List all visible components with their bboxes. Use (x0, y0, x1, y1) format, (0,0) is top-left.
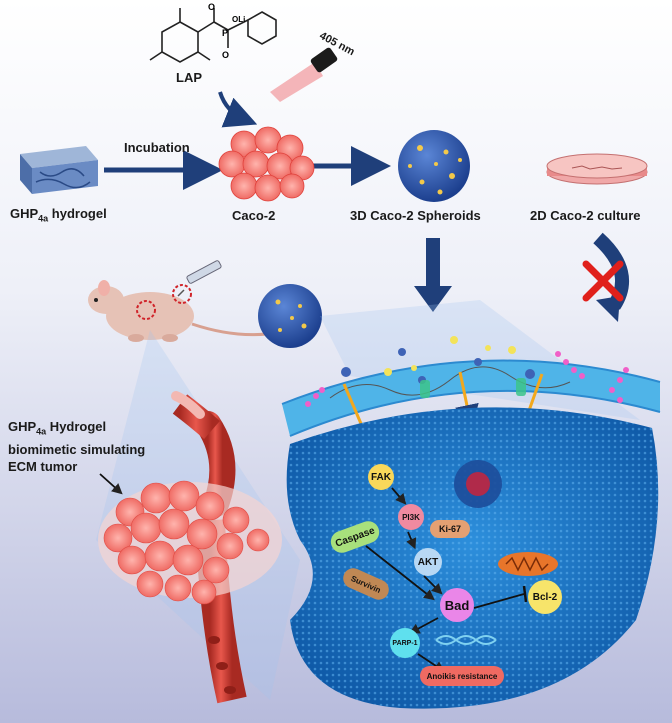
spheroid-top (398, 130, 470, 202)
spheroids-label: 3D Caco-2 Spheroids (350, 208, 481, 223)
svg-text:O: O (222, 50, 229, 60)
cell-membrane (281, 336, 661, 437)
mouse-icon (88, 280, 281, 342)
hydrogel-block (20, 146, 98, 194)
laser-device (270, 47, 338, 102)
lap-label: LAP (176, 70, 202, 85)
svg-text:P: P (222, 28, 228, 38)
svg-text:OLi: OLi (232, 15, 245, 24)
node-bad: Bad (440, 588, 474, 622)
down-arrow (414, 238, 452, 312)
tumor-mass (98, 480, 282, 605)
caco2-label: Caco-2 (232, 208, 276, 223)
svg-text:O: O (208, 2, 215, 12)
culture2d-label: 2D Caco-2 culture (530, 208, 641, 223)
lap-arrow (218, 91, 258, 128)
node-pi3k: PI3K (398, 504, 424, 530)
syringe-icon (177, 260, 222, 297)
node-akt: AKT (414, 548, 442, 576)
nucleus (454, 460, 502, 508)
mitochondrion-icon (498, 552, 558, 576)
lap-molecule (149, 8, 277, 63)
node-fak: FAK (368, 464, 394, 490)
node-ki67: Ki-67 (430, 520, 470, 538)
hydrogel-label: GHP4a hydrogel (10, 206, 107, 224)
ecm-arrow (99, 473, 123, 495)
spheroid-mouse (258, 284, 322, 348)
ecm-label: GHP4a Hydrogel biomimetic simulating ECM… (8, 419, 146, 474)
node-bcl2: Bcl-2 (528, 580, 562, 614)
dna-icon (435, 635, 497, 645)
cross-icon (582, 260, 624, 302)
petri-dish (546, 153, 648, 185)
node-parp1: PARP-1 (390, 628, 420, 658)
node-anoikis: Anoikis resistance (420, 666, 504, 686)
caco2-cluster (218, 126, 315, 202)
incubation-label: Incubation (124, 140, 190, 155)
